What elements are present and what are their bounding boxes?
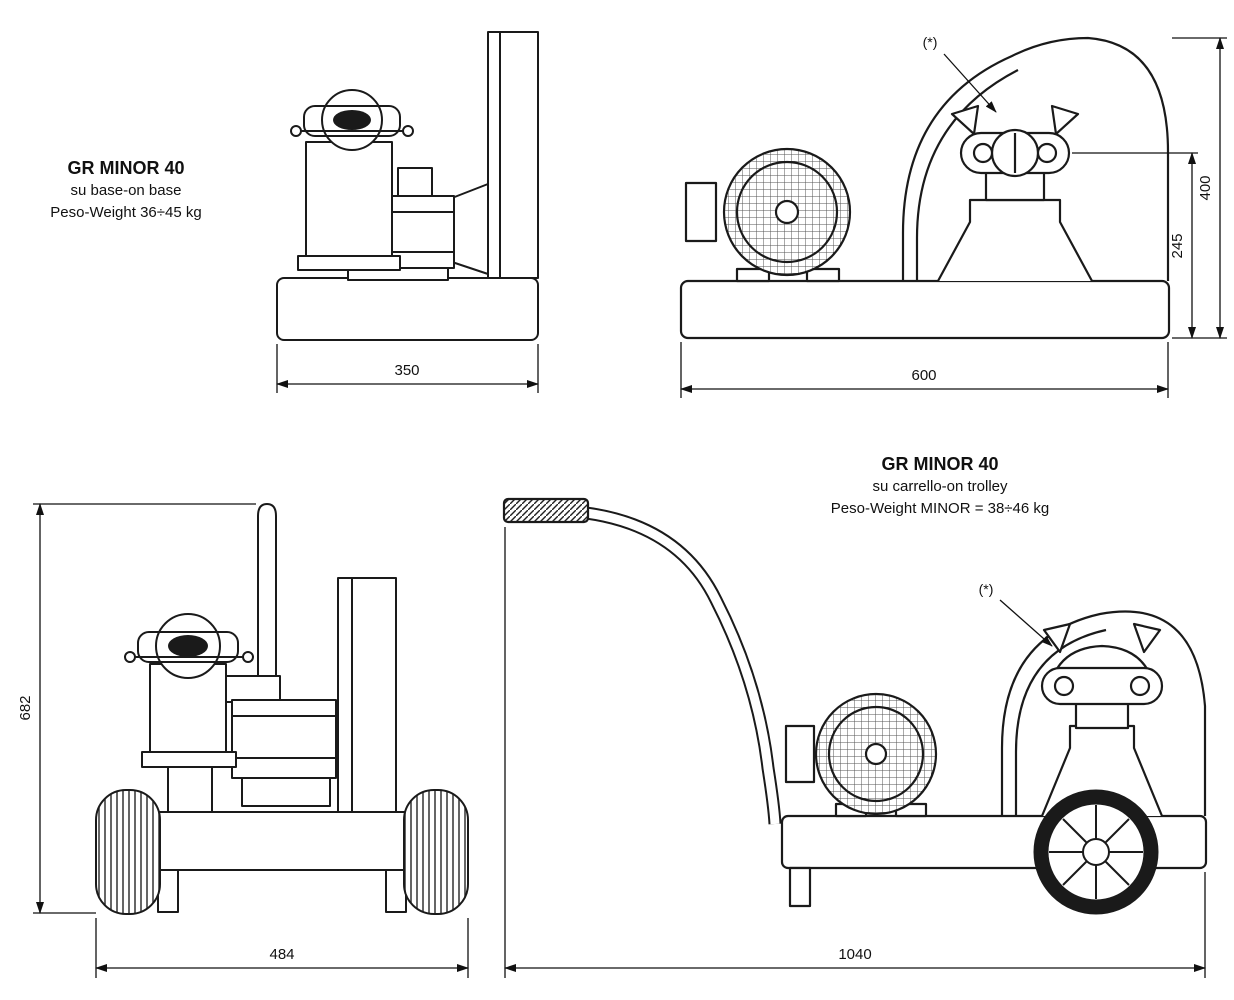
note-asterisk-trolley: (*)	[979, 581, 994, 597]
wheel-hub	[1082, 838, 1110, 866]
pump-clamp-band	[137, 631, 239, 663]
terminal-box	[684, 181, 718, 243]
front-leg	[788, 866, 812, 908]
pump-body	[305, 141, 393, 269]
dim-1040-label: 1040	[838, 946, 871, 963]
clamp-ear-right	[1050, 104, 1080, 136]
clamp-bolt	[290, 125, 302, 137]
clamp-bolt	[1053, 675, 1075, 697]
view-trolley-front-drawing	[95, 503, 469, 915]
clamp-bolt	[1036, 142, 1058, 164]
pump-body	[149, 663, 227, 761]
handle-tube-inner	[565, 506, 780, 825]
clamp-ear-left	[950, 104, 980, 136]
dim-1040-group	[504, 527, 1206, 978]
pump-clamp-band	[303, 105, 401, 137]
dim-682-label: 682	[17, 695, 34, 720]
variant-label-base: su base-on base	[70, 182, 182, 200]
clamp-bolt	[972, 142, 994, 164]
inlet-opening	[168, 635, 208, 657]
view-base-side-drawing	[276, 31, 539, 341]
view-base-front-drawing	[679, 36, 1171, 340]
dim-245-group	[1072, 152, 1198, 339]
clamp-band	[1040, 666, 1164, 706]
note-leader-trolley	[999, 599, 1053, 647]
pump-flange	[141, 751, 237, 768]
clamp-bolt	[124, 651, 136, 663]
dim-350-group	[276, 344, 539, 393]
guard-bracket	[451, 183, 489, 275]
belt-guard	[337, 577, 397, 819]
clamp-bolt	[1129, 675, 1151, 697]
base-plate	[679, 279, 1171, 340]
dim-682-group	[33, 503, 256, 914]
view-trolley-side-drawing	[502, 497, 1208, 915]
motor-body	[231, 699, 337, 779]
motor-shaft	[864, 742, 888, 766]
coupling	[223, 675, 281, 703]
base-plate	[276, 277, 539, 341]
handle-bar	[257, 503, 277, 690]
model-name-base: GR MINOR 40	[67, 158, 185, 178]
clamp-bolt	[402, 125, 414, 137]
handle-grip	[502, 497, 590, 524]
model-name-trolley: GR MINOR 40	[881, 454, 999, 474]
variant-label-trolley: su carrello-on trolley	[872, 478, 1008, 496]
volute-inner-wall	[1014, 628, 1107, 816]
terminal-box	[784, 724, 816, 784]
note-asterisk-base: (*)	[923, 34, 938, 50]
terminal-box	[397, 167, 433, 197]
dim-400-group	[1172, 37, 1227, 339]
pump-flange	[297, 255, 401, 271]
dim-400-label: 400	[1197, 175, 1214, 200]
motor-foot	[805, 267, 841, 283]
wheel-left	[95, 789, 161, 915]
volute-inner-wall	[915, 69, 1019, 281]
pump-support	[167, 766, 213, 814]
wheel-right	[403, 789, 469, 915]
dim-245-label: 245	[1169, 233, 1186, 258]
base-plate	[145, 811, 419, 871]
dim-600-label: 600	[911, 367, 936, 384]
inlet-opening	[333, 110, 371, 130]
belt-guard	[487, 31, 539, 279]
motor-foot	[735, 267, 771, 283]
motor-foot	[241, 777, 331, 807]
weight-label-base: Peso-Weight 36÷45 kg	[50, 204, 202, 222]
dim-484-label: 484	[269, 946, 294, 963]
weight-label-trolley: Peso-Weight MINOR = 38÷46 kg	[830, 500, 1050, 518]
motor-shaft	[774, 199, 800, 225]
dim-350-label: 350	[394, 362, 419, 379]
titleblock-base: GR MINOR 40 su base-on base Peso-Weight …	[20, 156, 232, 224]
titleblock-trolley: GR MINOR 40 su carrello-on trolley Peso-…	[770, 452, 1110, 520]
dim-600-group	[680, 342, 1169, 398]
clamp-bolt	[242, 651, 254, 663]
note-leader-base	[943, 53, 997, 113]
clamp-ear-right	[1132, 622, 1162, 654]
dim-484-group	[95, 918, 469, 978]
